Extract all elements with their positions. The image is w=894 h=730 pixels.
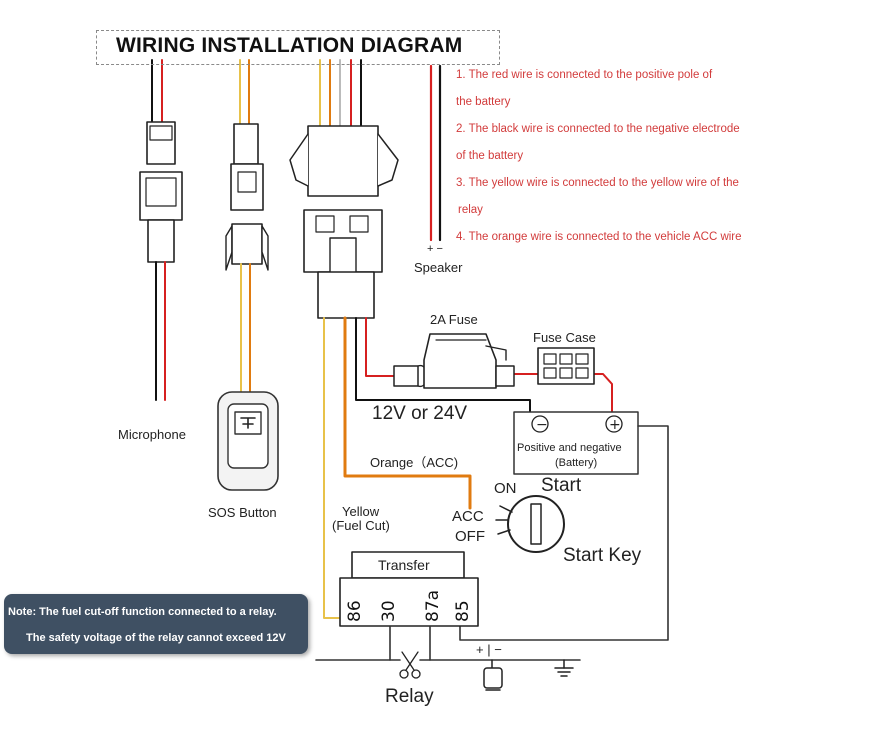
microphone-cable xyxy=(139,59,183,401)
fuel-cut-note-callout: Note: The fuel cut-off function connecte… xyxy=(4,594,308,654)
relay-terminals xyxy=(315,625,581,661)
yellow-label-line1: Yellow xyxy=(342,504,380,519)
yellow-wire xyxy=(323,317,355,619)
relay-pin-85: 85 xyxy=(453,600,473,622)
voltage-label: 12V or 24V xyxy=(372,403,468,424)
speaker-cable xyxy=(429,64,442,242)
relay-pin-86: 86 xyxy=(345,600,365,622)
relay-polarity-label: + | − xyxy=(476,642,502,657)
fuse-case xyxy=(537,347,595,385)
battery-label-line2: (Battery) xyxy=(555,457,598,469)
note-4: 4. The orange wire is connected to the v… xyxy=(456,231,742,243)
speaker-polarity-label: + − xyxy=(427,243,443,255)
speaker-label: Speaker xyxy=(414,260,463,275)
relay-pin-30: 30 xyxy=(379,600,399,622)
fuse xyxy=(393,333,515,389)
start-label: Start xyxy=(541,475,582,496)
title-box xyxy=(96,30,500,65)
sos-button-cable xyxy=(225,59,269,393)
page-title: WIRING INSTALLATION DIAGRAM xyxy=(116,34,463,57)
relay-label: Relay xyxy=(385,686,434,707)
fuse-label: 2A Fuse xyxy=(430,312,478,327)
fuse-case-label: Fuse Case xyxy=(533,330,596,345)
note-2-cont: of the battery xyxy=(456,150,524,162)
orange-wire xyxy=(343,316,472,510)
transfer-label: Transfer xyxy=(378,557,430,573)
relay-85-wire xyxy=(459,425,669,641)
start-key-label: Start Key xyxy=(563,545,642,566)
scissors-icon xyxy=(399,651,421,679)
start-key-switch xyxy=(495,495,565,553)
relay-box xyxy=(339,551,479,627)
battery-label-line1: Positive and negative xyxy=(517,442,622,454)
callout-line-1: Note: The fuel cut-off function connecte… xyxy=(8,606,277,618)
note-2: 2. The black wire is connected to the ne… xyxy=(456,123,740,135)
battery-box xyxy=(513,411,639,475)
note-1-cont: the battery xyxy=(456,96,511,108)
note-1: 1. The red wire is connected to the posi… xyxy=(456,69,713,81)
ground-icon xyxy=(554,659,574,677)
orange-acc-label: Orange（ACC) xyxy=(370,455,459,470)
battery-plus-label: + xyxy=(609,417,621,433)
black-wire xyxy=(355,317,531,417)
callout-line-2: The safety voltage of the relay cannot e… xyxy=(26,632,286,644)
microphone-label: Microphone xyxy=(118,427,186,442)
note-3: 3. The yellow wire is connected to the y… xyxy=(456,177,739,189)
fuel-pump-icon xyxy=(483,659,503,691)
acc-label: ACC xyxy=(452,508,484,525)
battery-minus-label: − xyxy=(536,417,548,433)
relay-pin-87a: 87a xyxy=(423,590,443,622)
sos-button-label: SOS Button xyxy=(208,505,277,520)
on-label: ON xyxy=(494,480,517,497)
main-harness xyxy=(289,59,399,319)
note-3-cont: relay xyxy=(458,204,483,216)
off-label: OFF xyxy=(455,528,485,545)
yellow-label-line2: (Fuel Cut) xyxy=(332,518,390,533)
sos-button-device xyxy=(217,391,279,491)
